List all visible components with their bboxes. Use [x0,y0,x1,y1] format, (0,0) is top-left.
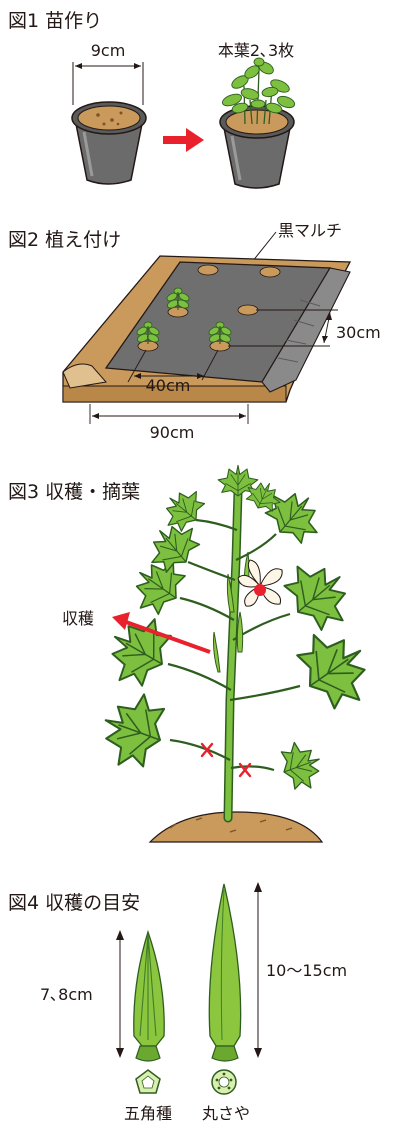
fig1-width-label: 9cm [91,41,126,60]
fig4-title: 図4 収穫の目安 [8,892,140,914]
pot-with-soil [72,102,146,184]
fig1-title: 図1 苗作り [8,10,102,32]
mulch-label: 黒マルチ [278,221,342,240]
pot-with-seedlings [220,58,296,188]
pentagon-length-dimension [116,930,124,1058]
growth-arrow-icon [163,128,204,152]
row-spacing-label: 30cm [336,323,381,342]
fig3-title: 図3 収穫・摘葉 [8,481,140,503]
pentagon-name: 五角種 [124,1104,172,1123]
round-length-dimension [254,882,262,1058]
plant-spacing-label: 40cm [146,376,191,395]
planting-bed [63,256,350,402]
bed-width-dimension [90,404,248,424]
round-okra-pod [209,884,240,1061]
bed-width-label: 90cm [150,423,195,442]
fig1-width-dimension [73,62,143,105]
fig2-title: 図2 植え付け [8,229,121,251]
round-cross-section-icon [212,1070,236,1094]
fig1-leaves-label: 本葉2､3枚 [218,41,294,60]
round-name: 丸さや [202,1104,250,1123]
okra-plant [93,465,383,842]
pentagon-cross-section-icon [136,1070,160,1093]
pentagon-okra-pod [134,932,164,1061]
pentagon-length-label: 7､8cm [40,985,93,1004]
harvest-label: 収穫 [62,609,94,628]
round-length-label: 10〜15cm [266,961,347,980]
mulch-leader-line [252,232,276,262]
okra-flower [238,560,282,606]
